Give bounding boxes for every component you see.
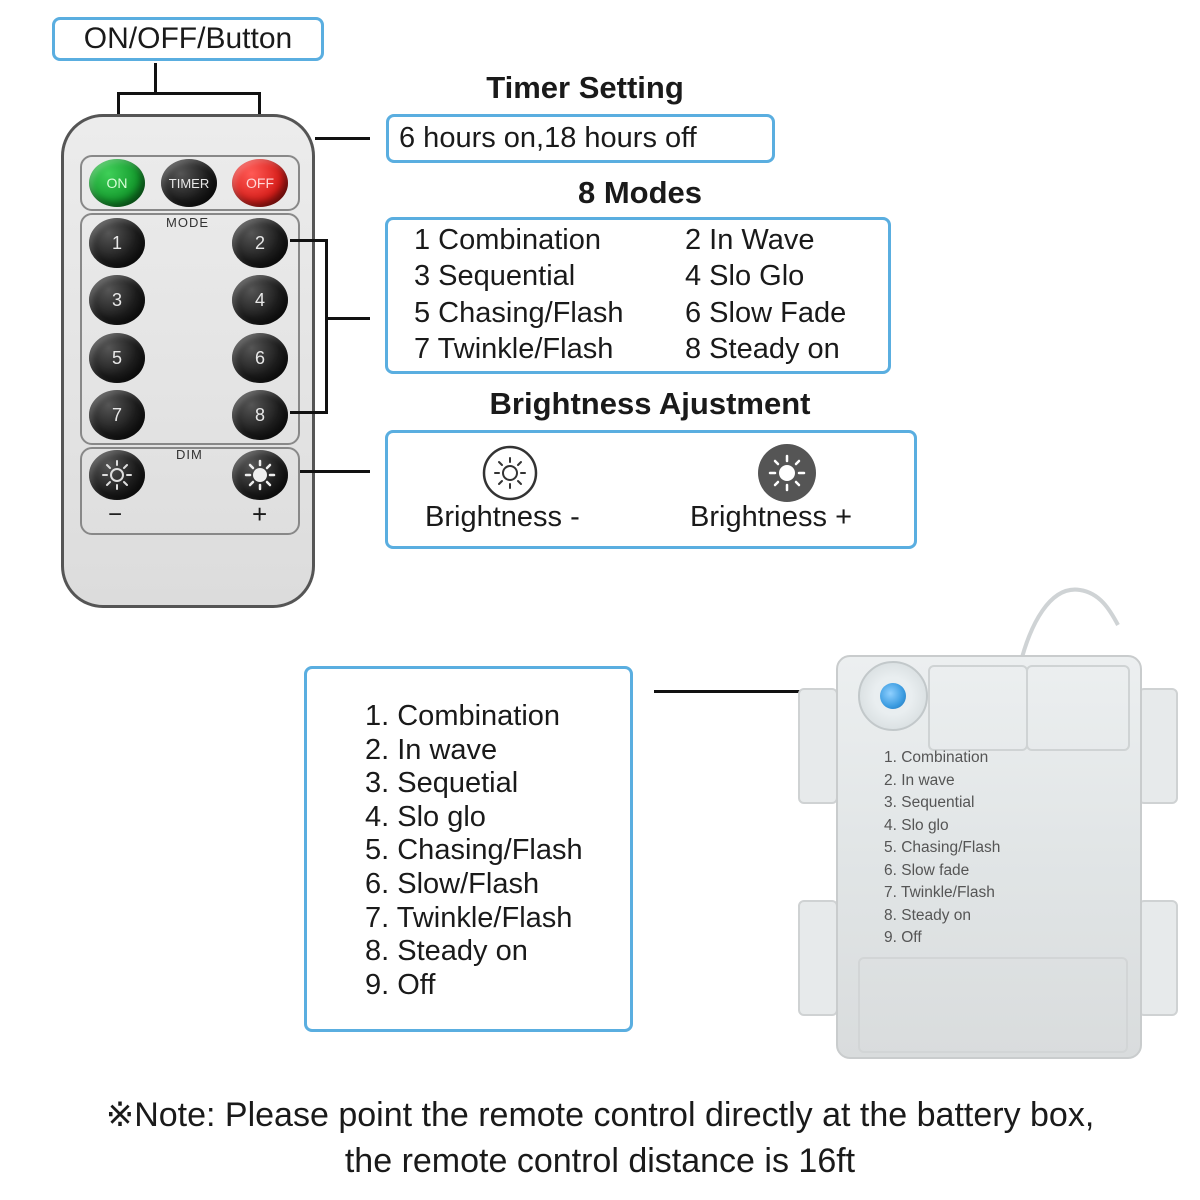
mode-item: 8 Steady on — [685, 333, 840, 365]
battery-compartment — [928, 665, 1028, 751]
timer-text: 6 hours on,18 hours off — [399, 122, 697, 154]
connector-line — [117, 92, 261, 95]
mode-button-panel — [80, 213, 300, 445]
list-item: 6. Slow/Flash — [365, 867, 540, 900]
mode-button-4[interactable]: 4 — [232, 275, 288, 325]
mode-button-2[interactable]: 2 — [232, 218, 288, 268]
brightness-plus-button[interactable] — [232, 450, 288, 500]
list-item: 2. In wave — [884, 771, 955, 789]
sun-outline-icon — [102, 460, 132, 490]
battery-modes-list: 1. Combination 2. In wave 3. Sequetial 4… — [365, 700, 583, 1002]
blue-button-dot — [880, 683, 906, 709]
dim-label: DIM — [176, 447, 203, 462]
timer-heading: Timer Setting — [486, 70, 684, 105]
list-item: 3. Sequential — [884, 794, 975, 811]
brightness-minus-button[interactable] — [89, 450, 145, 500]
mode-button-1[interactable]: 1 — [89, 218, 145, 268]
mode-item: 6 Slow Fade — [685, 297, 847, 329]
wire — [1018, 587, 1120, 666]
list-item: 4. Slo glo — [884, 816, 949, 834]
connector-line — [117, 92, 120, 128]
mode-button-3[interactable]: 3 — [89, 275, 145, 325]
battery-label-list: 1. Combination 2. In wave 3. Sequential … — [884, 747, 1000, 950]
battery-clip — [1138, 900, 1178, 1016]
list-item: 1. Combination — [365, 700, 561, 732]
mode-button[interactable] — [858, 661, 928, 731]
note-line-2: the remote control distance is 16ft — [344, 1142, 856, 1180]
connector-line — [325, 239, 328, 414]
battery-compartment — [1026, 665, 1130, 751]
connector-line — [300, 470, 370, 473]
list-item: 9. Off — [365, 968, 436, 1001]
list-item: 9. Off — [884, 929, 922, 946]
modes-heading: 8 Modes — [577, 175, 703, 210]
brightness-minus-label: Brightness - — [425, 501, 580, 533]
mode-item: 4 Slo Glo — [685, 260, 805, 292]
battery-modes-box: 1. Combination 2. In wave 3. Sequetial 4… — [304, 666, 633, 1032]
battery-clip — [798, 688, 838, 804]
connector-line — [325, 317, 370, 320]
timer-button[interactable]: TIMER — [161, 159, 217, 207]
brightness-heading: Brightness Ajustment — [489, 386, 811, 421]
on-button[interactable]: ON — [89, 159, 145, 207]
connector-line — [654, 690, 882, 693]
mode-button-6[interactable]: 6 — [232, 333, 288, 383]
mode-item: 2 In Wave — [685, 224, 815, 256]
list-item: 6. Slow fade — [884, 861, 970, 879]
mode-button-8[interactable]: 8 — [232, 390, 288, 440]
list-item: 8. Steady on — [884, 906, 972, 924]
mode-item: 7 Twinkle/Flash — [414, 333, 614, 365]
brightness-box: Brightness - Brightness + — [385, 430, 917, 549]
list-item: 3. Sequetial — [365, 767, 519, 800]
top-button-panel — [80, 155, 300, 211]
list-item: 5. Chasing/Flash — [365, 834, 583, 867]
sun-filled-icon — [244, 459, 276, 491]
mode-item: 3 Sequential — [414, 260, 576, 292]
connector-line — [315, 137, 370, 140]
list-item: 2. In wave — [365, 733, 498, 766]
battery-clip — [798, 900, 838, 1016]
connector-line — [290, 239, 327, 242]
connector-line — [290, 411, 327, 414]
timer-box: 6 hours on,18 hours off — [386, 114, 775, 163]
battery-clip — [1138, 688, 1178, 804]
mode-item: 1 Combination — [414, 224, 601, 256]
minus-sign: − — [108, 501, 123, 528]
dim-button-panel — [80, 447, 300, 535]
list-item: 5. Chasing/Flash — [884, 839, 1001, 856]
mode-button-7[interactable]: 7 — [89, 390, 145, 440]
sun-outline-icon — [482, 445, 538, 501]
battery-box: 1. Combination 2. In wave 3. Sequential … — [836, 655, 1142, 1059]
remote-control: ON TIMER OFF MODE 1 2 3 4 5 6 7 8 DIM — [61, 114, 315, 608]
mode-item: 5 Chasing/Flash — [414, 297, 624, 329]
list-item: 7. Twinkle/Flash — [884, 884, 995, 901]
connector-line — [258, 92, 261, 128]
off-button[interactable]: OFF — [232, 159, 288, 207]
brightness-plus-label: Brightness + — [690, 501, 853, 533]
note-text: ※Note: Please point the remote control d… — [0, 1092, 1200, 1184]
mode-label: MODE — [166, 215, 209, 230]
note-line-1: ※Note: Please point the remote control d… — [105, 1096, 1095, 1134]
connector-line — [154, 63, 157, 93]
list-item: 4. Slo glo — [365, 800, 486, 833]
modes-box: 1 Combination 2 In Wave 3 Sequential 4 S… — [385, 217, 891, 374]
list-item: 8. Steady on — [365, 935, 528, 968]
list-item: 7. Twinkle/Flash — [365, 901, 573, 934]
onoff-button-label: ON/OFF/Button — [52, 17, 324, 61]
battery-compartment — [858, 957, 1128, 1053]
list-item: 1. Combination — [884, 749, 989, 766]
mode-button-5[interactable]: 5 — [89, 333, 145, 383]
plus-sign: + — [252, 499, 268, 529]
sun-filled-icon — [758, 444, 816, 502]
